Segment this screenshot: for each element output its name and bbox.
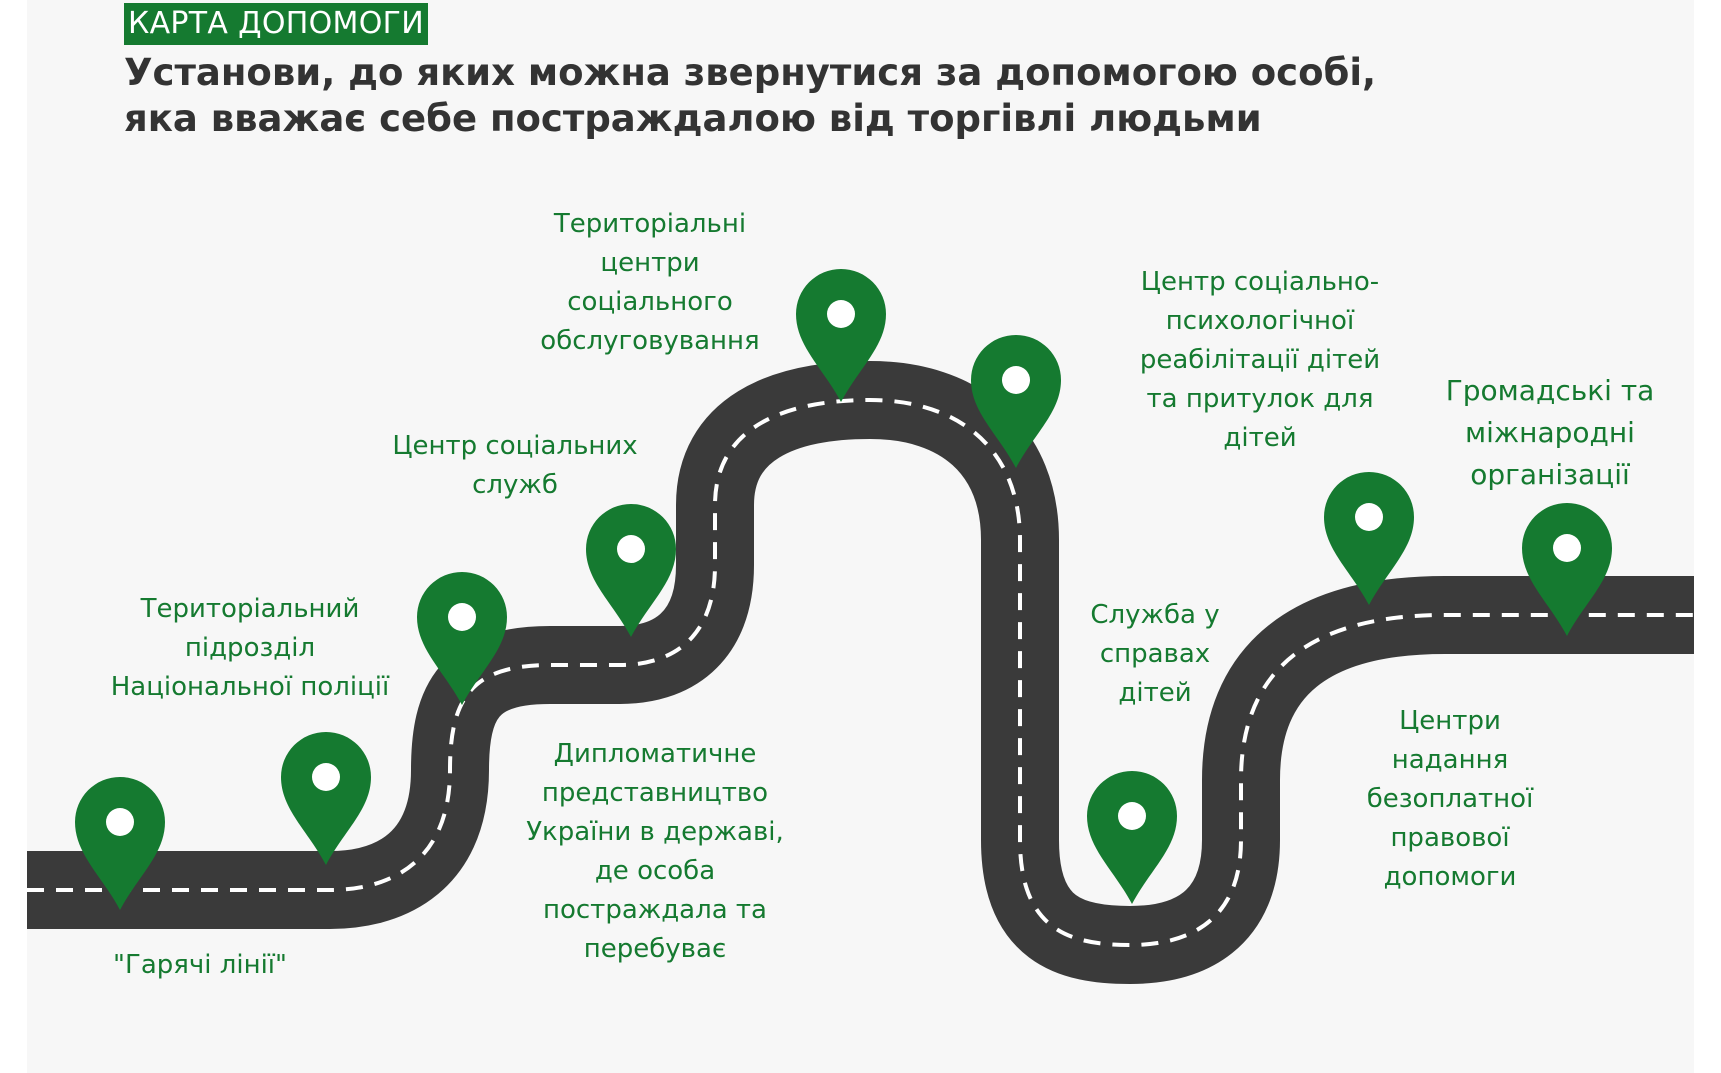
label-diplomatic: Дипломатичне представництво України в де…	[526, 739, 784, 964]
label-rehab-center: Центр соціально- психологічної реабіліта…	[1139, 267, 1381, 453]
map-pin-icon	[1087, 771, 1177, 904]
page-title: Установи, до яких можна звернутися за до…	[124, 51, 1377, 140]
map-pin-icon	[281, 732, 371, 865]
label-hotlines: "Гарячі лінії"	[113, 950, 287, 980]
label-territorial-centers: Територіальні центри соціального обслуго…	[540, 209, 760, 356]
label-police: Територіальний підрозділ Національної по…	[110, 594, 390, 702]
label-public-orgs: Громадські та міжнародні організації	[1445, 374, 1655, 491]
map-tag: КАРТА ДОПОМОГИ	[124, 3, 428, 45]
label-children-service: Служба у справах дітей	[1090, 600, 1220, 708]
label-legal-aid: Центри надання безоплатної правової допо…	[1366, 706, 1534, 892]
label-social-services: Центр соціальних служб	[392, 431, 638, 500]
